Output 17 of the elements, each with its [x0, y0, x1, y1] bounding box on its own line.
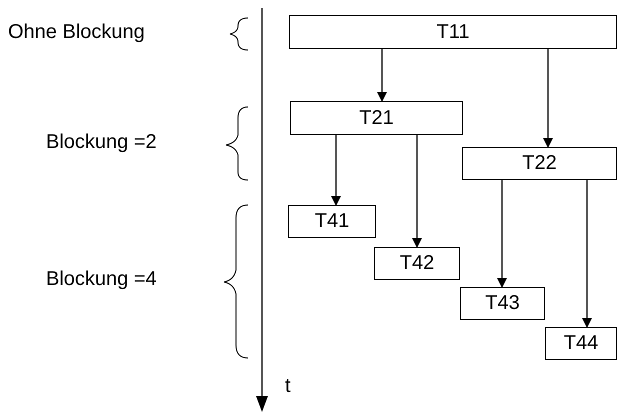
arrow — [582, 180, 592, 328]
arrow — [377, 49, 387, 102]
task-box: T21 — [290, 101, 463, 135]
group-label: Ohne Blockung — [8, 21, 145, 44]
task-box: T42 — [374, 247, 460, 280]
group-label: Blockung =4 — [46, 268, 157, 291]
arrow — [497, 180, 507, 288]
task-box: T41 — [288, 205, 376, 238]
group-label: Blockung =2 — [46, 131, 157, 154]
task-box: T43 — [460, 287, 545, 320]
task-box: T22 — [462, 147, 617, 180]
arrow — [543, 49, 553, 148]
arrow — [331, 135, 341, 206]
task-box: T11 — [289, 15, 617, 49]
arrow — [412, 135, 422, 248]
axis-label: t — [285, 375, 291, 398]
task-box: T44 — [545, 327, 617, 360]
